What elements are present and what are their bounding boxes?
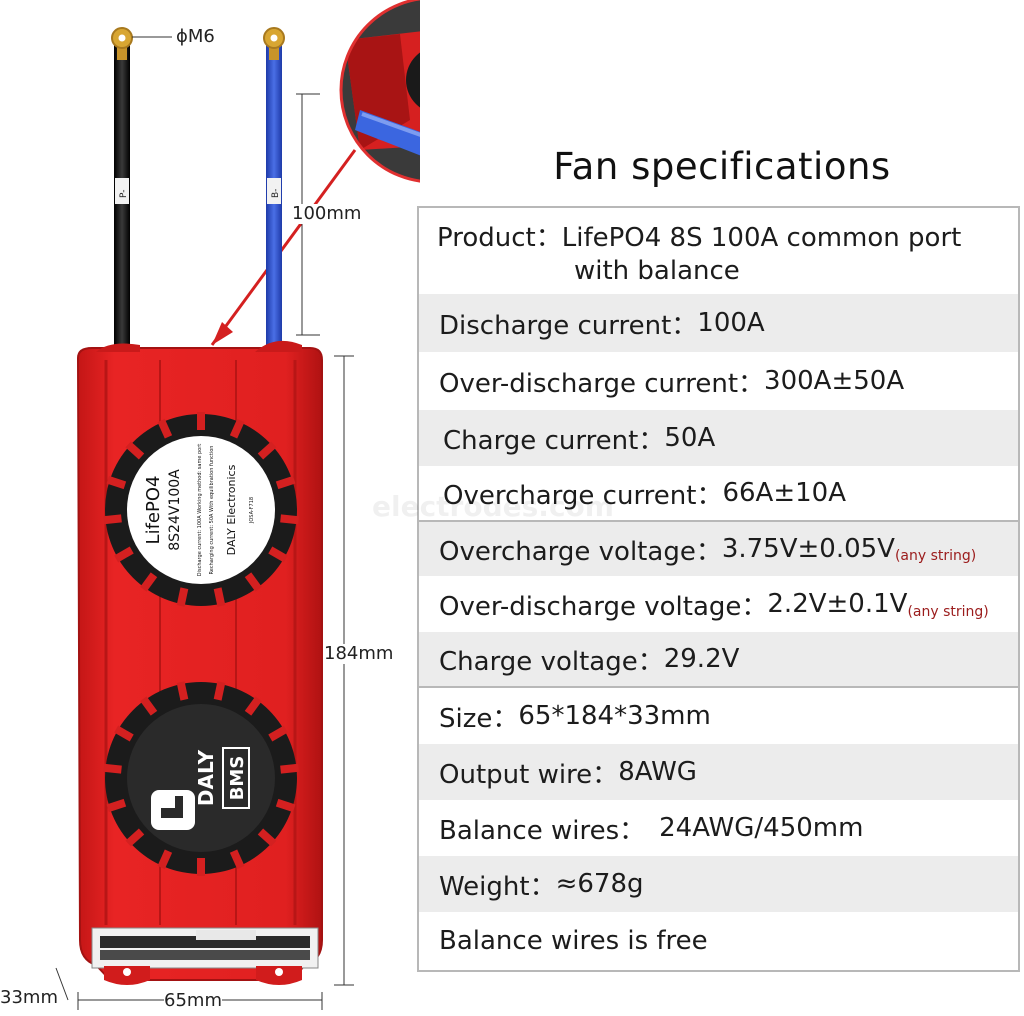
spec-row: Charge voltage：29.2V (419, 632, 1018, 686)
spec-value: 24AWG/450mm (659, 813, 864, 843)
spec-row: Balance wires： 24AWG/450mm (419, 800, 1018, 856)
fan-bottom: DALY BMS (103, 681, 299, 876)
fan-top: LifePO4 8S24V100A Discharge current: 100… (103, 412, 299, 607)
depth-label: 33mm (0, 987, 58, 1008)
spec-table: Product：LifePO4 8S 100A common port with… (417, 206, 1020, 972)
width-label: 65mm (164, 990, 222, 1011)
spec-row: Weight：≈678g (419, 856, 1018, 912)
spec-value: 66A±10A (722, 478, 846, 508)
spec-label: Balance wires： (439, 815, 646, 846)
logo-word: DALY (194, 749, 218, 806)
board-model: 8S24V100A (167, 469, 183, 551)
spec-row: Charge current：50A (419, 410, 1018, 466)
spec-value: 2.2V±0.1V (767, 589, 908, 619)
spec-label: Output wire： (439, 759, 619, 790)
spec-label: Overcharge voltage： (439, 536, 722, 567)
spec-row-product: Product：LifePO4 8S 100A common port with… (419, 208, 1018, 294)
spec-value: 3.75V±0.05V (721, 534, 895, 564)
connector-zoom-callout (339, 0, 420, 183)
spec-label: Balance wires is free (439, 926, 708, 956)
bms-product-illustration: P- B- (55, 0, 420, 1010)
wire-length-label: 100mm (292, 203, 362, 224)
spec-value-continued: with balance (574, 256, 740, 286)
wire-label-p: P- (119, 190, 129, 198)
spec-row: Overcharge voltage：3.75V±0.05V(any strin… (419, 520, 1018, 576)
spec-value: ≈678g (555, 869, 644, 899)
board-chem: LifePO4 (143, 476, 164, 545)
spec-label: Discharge current： (439, 310, 698, 341)
spec-label: Over-discharge voltage： (439, 591, 768, 622)
spec-value: 65*184*33mm (518, 701, 711, 731)
board-brand: DALY Electronics (225, 464, 238, 555)
spec-label: Product： (437, 223, 562, 253)
spec-label: Overcharge current： (443, 480, 723, 511)
terminal-size-label: ϕM6 (176, 26, 215, 47)
spec-row: Over-discharge current：300A±50A (419, 352, 1018, 410)
spec-row: Output wire：8AWG (419, 744, 1018, 800)
board-line2: Recharging current: 50A With equilibrati… (209, 446, 215, 575)
spec-row: Discharge current：100A (419, 294, 1018, 352)
spec-value: LifePO4 8S 100A common port (561, 223, 962, 253)
spec-label: Charge current： (443, 425, 665, 456)
spec-label: Size： (439, 703, 519, 734)
height-label: 184mm (324, 643, 394, 664)
spec-value: 100A (697, 308, 765, 338)
board-line1: Discharge current: 100A Working method: … (197, 444, 203, 577)
spec-row: Overcharge current：66A±10A (419, 466, 1018, 520)
spec-value: 8AWG (618, 757, 697, 787)
daly-logo: DALY BMS (151, 747, 250, 830)
callout-pointer (210, 149, 357, 346)
logo-badge: BMS (227, 756, 248, 801)
spec-label: Over-discharge current： (439, 368, 765, 399)
spec-row: Over-discharge voltage：2.2V±0.1V(any str… (419, 576, 1018, 632)
spec-value: 300A±50A (764, 366, 905, 396)
board-code: JOSA-F718 (249, 497, 255, 524)
spec-row: Balance wires is free (419, 912, 1018, 970)
spec-label: Weight： (439, 871, 556, 902)
spec-value: 29.2V (663, 644, 740, 674)
spec-note: (any string) (907, 604, 989, 620)
spec-value: 50A (664, 423, 716, 453)
output-wires (111, 27, 285, 360)
spec-row: Size：65*184*33mm (419, 686, 1018, 744)
spec-label: Charge voltage： (439, 646, 664, 677)
wire-label-b: B- (271, 189, 281, 198)
spec-title: Fan specifications (553, 145, 891, 188)
spec-note: (any string) (894, 548, 977, 564)
